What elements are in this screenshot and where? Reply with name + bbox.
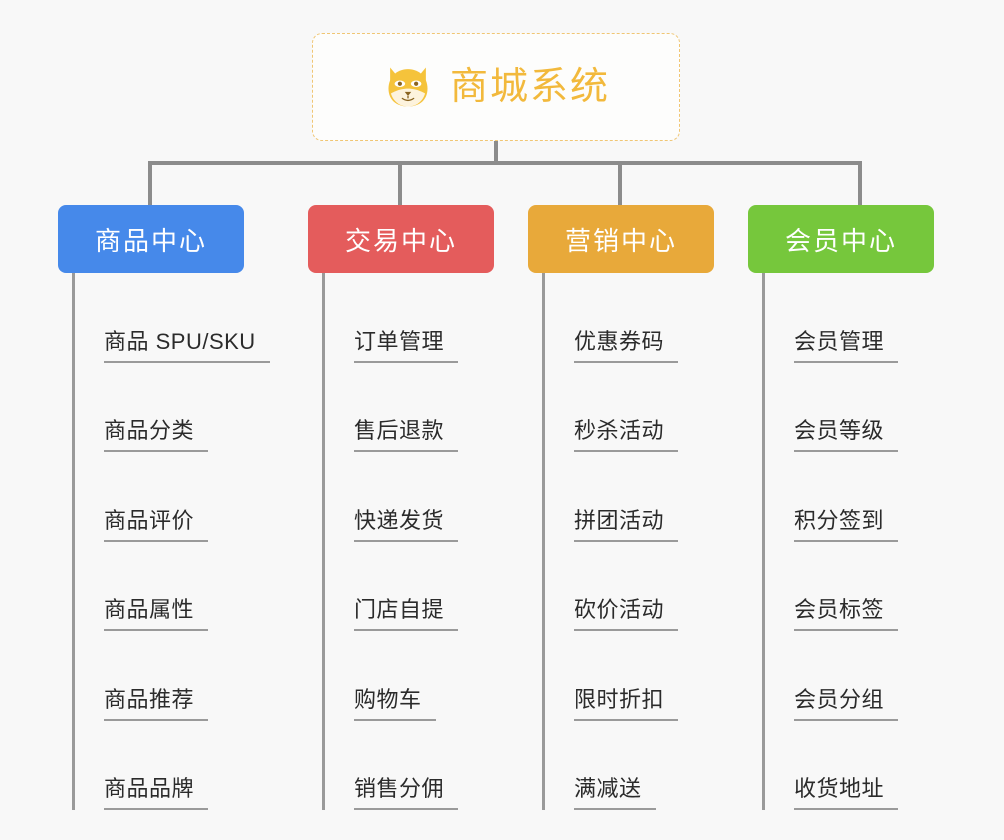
- connector-drop-1: [148, 161, 152, 207]
- leaf-label: 快递发货: [354, 508, 459, 542]
- list-item[interactable]: 购物车: [322, 631, 510, 721]
- leaf-label: 商品评价: [104, 508, 209, 542]
- leaf-label: 会员标签: [794, 597, 899, 631]
- leaf-label: 会员分组: [794, 687, 899, 721]
- root-node[interactable]: 商城系统: [312, 33, 680, 141]
- branch-spine: [542, 273, 545, 810]
- list-item[interactable]: 秒杀活动: [542, 363, 730, 452]
- leaf-label: 订单管理: [354, 329, 459, 363]
- leaf-list: 商品 SPU/SKU 商品分类 商品评价 商品属性 商品推荐 商品品牌: [72, 273, 270, 810]
- category-title: 营销中心: [564, 225, 677, 256]
- connector-drop-4: [858, 161, 862, 207]
- list-item[interactable]: 商品推荐: [72, 631, 260, 721]
- category-header-marketing[interactable]: 营销中心: [528, 205, 714, 273]
- connector-root-stem: [494, 141, 498, 165]
- leaf-label: 优惠券码: [574, 329, 679, 363]
- list-item[interactable]: 会员等级: [762, 363, 950, 452]
- leaf-label: 商品 SPU/SKU: [104, 329, 270, 363]
- leaf-list: 优惠券码 秒杀活动 拼团活动 砍价活动 限时折扣 满减送: [542, 273, 730, 810]
- list-item[interactable]: 会员分组: [762, 631, 950, 721]
- list-item[interactable]: 订单管理: [322, 273, 510, 363]
- list-item[interactable]: 商品分类: [72, 363, 260, 452]
- leaf-label: 会员等级: [794, 418, 899, 452]
- leaf-label: 积分签到: [794, 508, 899, 542]
- category-title: 交易中心: [344, 225, 457, 256]
- connector-drop-2: [398, 161, 402, 207]
- branch-spine: [72, 273, 75, 810]
- list-item[interactable]: 拼团活动: [542, 452, 730, 542]
- connector-drop-3: [618, 161, 622, 207]
- leaf-label: 砍价活动: [574, 597, 679, 631]
- root-title: 商城系统: [449, 66, 610, 108]
- leaf-label: 秒杀活动: [574, 418, 679, 452]
- branch-spine: [322, 273, 325, 810]
- leaf-label: 拼团活动: [574, 508, 679, 542]
- leaf-label: 商品推荐: [104, 687, 209, 721]
- category-header-product[interactable]: 商品中心: [58, 205, 244, 273]
- list-item[interactable]: 销售分佣: [322, 721, 510, 810]
- list-item[interactable]: 商品属性: [72, 542, 260, 631]
- list-item[interactable]: 会员标签: [762, 542, 950, 631]
- leaf-list: 会员管理 会员等级 积分签到 会员标签 会员分组 收货地址: [762, 273, 950, 810]
- list-item[interactable]: 收货地址: [762, 721, 950, 810]
- leaf-label: 售后退款: [354, 418, 459, 452]
- leaf-label: 收货地址: [794, 776, 899, 810]
- list-item[interactable]: 商品 SPU/SKU: [72, 273, 270, 363]
- list-item[interactable]: 会员管理: [762, 273, 950, 363]
- list-item[interactable]: 商品品牌: [72, 721, 260, 810]
- leaf-label: 购物车: [354, 687, 436, 721]
- list-item[interactable]: 快递发货: [322, 452, 510, 542]
- list-item[interactable]: 满减送: [542, 721, 730, 810]
- leaf-list: 订单管理 售后退款 快递发货 门店自提 购物车 销售分佣: [322, 273, 510, 810]
- leaf-label: 门店自提: [354, 597, 459, 631]
- category-header-member[interactable]: 会员中心: [748, 205, 934, 273]
- connector-horizontal-bus: [149, 161, 862, 165]
- leaf-label: 商品属性: [104, 597, 209, 631]
- category-header-trade[interactable]: 交易中心: [308, 205, 494, 273]
- leaf-label: 商品分类: [104, 418, 209, 452]
- leaf-label: 会员管理: [794, 329, 899, 363]
- list-item[interactable]: 商品评价: [72, 452, 260, 542]
- leaf-label: 商品品牌: [104, 776, 209, 810]
- shiba-dog-emoji: [388, 67, 428, 107]
- leaf-label: 限时折扣: [574, 687, 679, 721]
- list-item[interactable]: 积分签到: [762, 452, 950, 542]
- list-item[interactable]: 售后退款: [322, 363, 510, 452]
- category-title: 会员中心: [784, 225, 897, 256]
- branch-spine: [762, 273, 765, 810]
- list-item[interactable]: 优惠券码: [542, 273, 730, 363]
- list-item[interactable]: 砍价活动: [542, 542, 730, 631]
- list-item[interactable]: 限时折扣: [542, 631, 730, 721]
- leaf-label: 满减送: [574, 776, 656, 810]
- category-title: 商品中心: [94, 225, 207, 256]
- list-item[interactable]: 门店自提: [322, 542, 510, 631]
- leaf-label: 销售分佣: [354, 776, 459, 810]
